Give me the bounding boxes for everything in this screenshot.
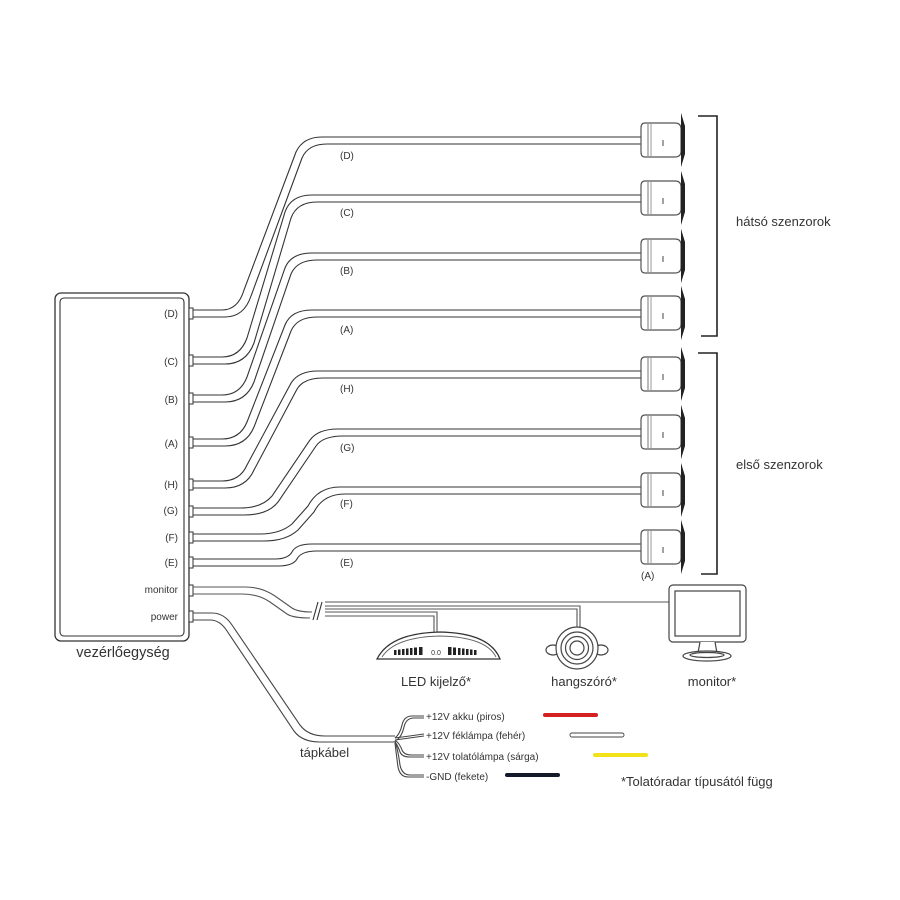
wire-label-reverse: +12V tolatólámpa (sárga) xyxy=(426,752,539,763)
port-label-a: (A) xyxy=(165,439,178,450)
port-label-f: (F) xyxy=(165,533,178,544)
wire-label-brake: +12V féklámpa (fehér) xyxy=(426,731,525,742)
sensor-icon xyxy=(640,462,686,518)
monitor-cable xyxy=(193,586,670,632)
cable-a xyxy=(193,309,645,447)
wire-swatch-yellow xyxy=(593,753,648,757)
led-display-icon: 0.0 xyxy=(375,631,501,660)
power-cable-label: tápkábel xyxy=(300,745,349,760)
port-label-h: (H) xyxy=(164,480,178,491)
sensor-cables xyxy=(193,136,645,567)
control-unit xyxy=(54,292,190,642)
rear-sensors-bracket xyxy=(698,115,718,337)
port-label-b: (B) xyxy=(165,395,178,406)
port-labels: (D) (C) (B) (A) (H) (G) (F) (E) monitor … xyxy=(145,309,179,623)
power-cable xyxy=(193,612,425,778)
cable-labels: (D) (C) (B) (A) (H) (G) (F) (E) xyxy=(340,151,354,569)
control-unit-title: vezérlőegység xyxy=(76,645,170,661)
led-display-label: LED kijelző* xyxy=(401,674,471,689)
cable-label-b: (B) xyxy=(340,266,353,277)
sensor-icon xyxy=(640,228,686,284)
wire-label-battery: +12V akku (piros) xyxy=(426,712,505,723)
sensor-icon xyxy=(640,346,686,402)
port-label-monitor: monitor xyxy=(145,585,179,596)
cable-label-c: (C) xyxy=(340,208,354,219)
rear-sensors xyxy=(640,112,686,341)
cable-label-g: (G) xyxy=(340,443,354,454)
front-sensors xyxy=(640,346,686,575)
cable-f xyxy=(193,486,645,542)
cable-label-h: (H) xyxy=(340,384,354,395)
monitor-icon xyxy=(668,584,747,662)
sensor-icon xyxy=(640,285,686,341)
cable-label-f: (F) xyxy=(340,499,353,510)
cable-label-d: (D) xyxy=(340,151,354,162)
sensor-icon xyxy=(640,404,686,460)
cable-d xyxy=(193,136,645,318)
port-label-power: power xyxy=(151,612,179,623)
cable-b xyxy=(193,252,645,403)
led-bars-left xyxy=(394,647,423,655)
wire-swatch-black xyxy=(505,773,560,777)
port-label-c: (C) xyxy=(164,357,178,368)
front-sensors-label: első szenzorok xyxy=(736,457,823,472)
sensor-icon xyxy=(640,519,686,575)
footnote: *Tolatóradar típusától függ xyxy=(621,774,773,789)
cable-g xyxy=(193,428,645,516)
power-wires: +12V akku (piros) +12V féklámpa (fehér) … xyxy=(426,712,648,783)
front-sensor-bottom-marker: (A) xyxy=(641,571,654,582)
wire-swatch-red xyxy=(543,713,598,717)
cable-label-a: (A) xyxy=(340,325,353,336)
buzzer-icon xyxy=(545,626,609,670)
led-readout: 0.0 xyxy=(431,650,441,657)
cable-c xyxy=(193,194,645,365)
wire-swatch-white xyxy=(569,732,625,738)
led-bars-right xyxy=(448,647,477,655)
monitor-label: monitor* xyxy=(688,674,736,689)
port-connectors xyxy=(188,307,194,623)
rear-sensors-label: hátsó szenzorok xyxy=(736,214,831,229)
port-label-g: (G) xyxy=(164,506,178,517)
buzzer-label: hangszóró* xyxy=(551,674,617,689)
wire-label-ground: -GND (fekete) xyxy=(426,772,488,783)
cable-h xyxy=(193,370,645,489)
sensor-icon xyxy=(640,170,686,226)
sensor-icon xyxy=(640,112,686,168)
cable-e xyxy=(193,543,645,567)
port-label-e: (E) xyxy=(165,558,178,569)
port-label-d: (D) xyxy=(164,309,178,320)
cable-label-e: (E) xyxy=(340,558,353,569)
front-sensors-bracket xyxy=(698,352,718,575)
